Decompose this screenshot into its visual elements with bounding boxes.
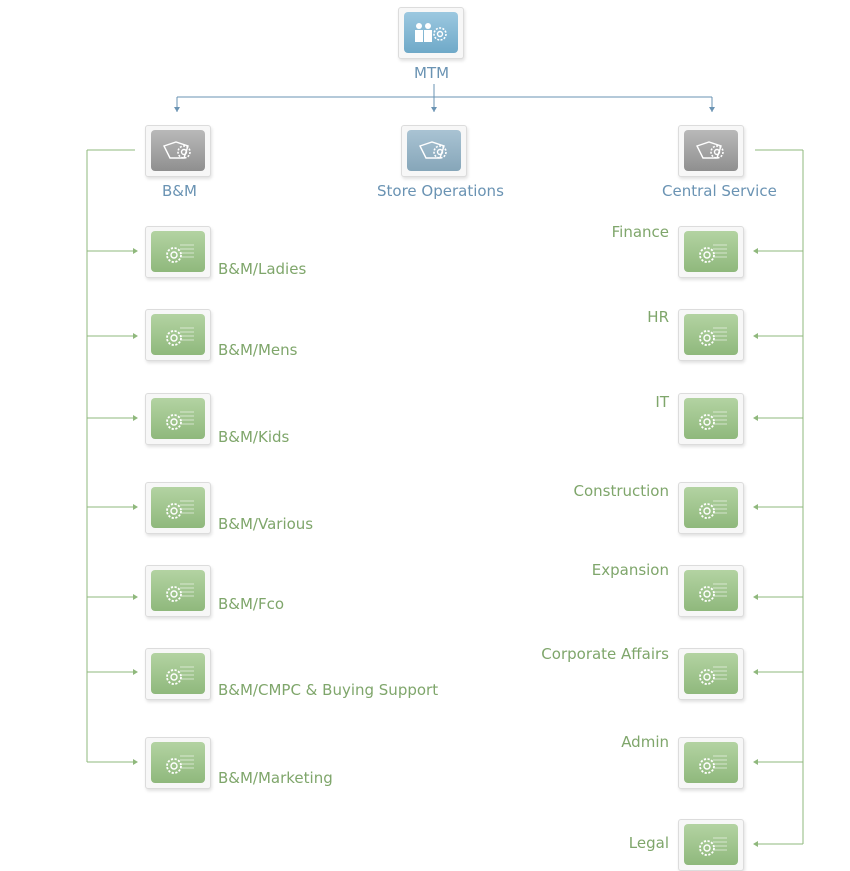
arrowhead-bm-unit-0	[133, 248, 138, 254]
node-cs-admin[interactable]	[678, 737, 744, 789]
node-bm-kids[interactable]	[145, 393, 211, 445]
node-bm[interactable]	[145, 125, 211, 177]
unit-label-bm-kids: B&M/Kids	[218, 428, 290, 446]
unit-label-cs-construction: Construction	[573, 482, 669, 500]
node-mtm[interactable]	[398, 7, 464, 59]
unit-label-bm-mens: B&M/Mens	[218, 341, 298, 359]
unit-label-cs-legal: Legal	[628, 834, 669, 852]
arrowhead-cs-unit-2	[753, 415, 758, 421]
node-cs-it[interactable]	[678, 393, 744, 445]
unit-gear-icon	[684, 314, 738, 355]
node-cs-legal[interactable]	[678, 819, 744, 871]
unit-gear-icon	[151, 314, 205, 355]
node-central-service[interactable]	[678, 125, 744, 177]
org-gear-icon	[151, 130, 205, 171]
unit-gear-icon	[151, 570, 205, 611]
unit-gear-icon	[151, 653, 205, 694]
unit-label-bm-ladies: B&M/Ladies	[218, 260, 307, 278]
node-bm-mens[interactable]	[145, 309, 211, 361]
arrowhead-division-1	[431, 107, 437, 112]
arrowhead-cs-unit-4	[753, 594, 758, 600]
node-bm-various[interactable]	[145, 482, 211, 534]
node-bm-marketing[interactable]	[145, 737, 211, 789]
arrowhead-bm-unit-2	[133, 415, 138, 421]
unit-label-cs-admin: Admin	[621, 733, 669, 751]
division-label-central-service: Central Service	[662, 182, 777, 200]
node-cs-hr[interactable]	[678, 309, 744, 361]
unit-gear-icon	[684, 570, 738, 611]
arrowhead-cs-unit-7	[753, 841, 758, 847]
node-bm-cmpc-buying-support[interactable]	[145, 648, 211, 700]
arrowhead-bm-unit-6	[133, 759, 138, 765]
arrowhead-cs-unit-5	[753, 669, 758, 675]
unit-label-cs-it: IT	[655, 393, 669, 411]
division-label-bm: B&M	[162, 182, 197, 200]
node-label-mtm: MTM	[414, 64, 450, 82]
unit-gear-icon	[684, 653, 738, 694]
node-bm-fco[interactable]	[145, 565, 211, 617]
unit-gear-icon	[151, 487, 205, 528]
unit-label-cs-expansion: Expansion	[591, 561, 669, 579]
arrowhead-cs-unit-6	[753, 759, 758, 765]
arrowhead-bm-unit-5	[133, 669, 138, 675]
arrowhead-bm-unit-4	[133, 594, 138, 600]
unit-gear-icon	[684, 398, 738, 439]
unit-label-bm-various: B&M/Various	[218, 515, 314, 533]
org-gear-icon	[684, 130, 738, 171]
org-gear-icon	[407, 130, 461, 171]
node-cs-expansion[interactable]	[678, 565, 744, 617]
arrowhead-division-0	[174, 107, 180, 112]
unit-label-bm-marketing: B&M/Marketing	[218, 769, 333, 787]
unit-label-cs-finance: Finance	[611, 223, 669, 241]
unit-gear-icon	[151, 231, 205, 272]
node-cs-finance[interactable]	[678, 226, 744, 278]
unit-gear-icon	[684, 231, 738, 272]
arrowhead-cs-unit-0	[753, 248, 758, 254]
unit-label-bm-cmpc-buying-support: B&M/CMPC & Buying Support	[218, 681, 439, 699]
unit-label-cs-hr: HR	[647, 308, 669, 326]
unit-label-cs-corporate-affairs: Corporate Affairs	[541, 645, 669, 663]
node-cs-construction[interactable]	[678, 482, 744, 534]
unit-label-bm-fco: B&M/Fco	[218, 595, 285, 613]
arrowhead-division-2	[709, 107, 715, 112]
org-people-gear-icon	[404, 12, 458, 53]
arrowhead-bm-unit-1	[133, 333, 138, 339]
node-cs-corporate-affairs[interactable]	[678, 648, 744, 700]
unit-gear-icon	[151, 742, 205, 783]
arrowhead-cs-unit-1	[753, 333, 758, 339]
arrowhead-cs-unit-3	[753, 504, 758, 510]
unit-gear-icon	[684, 487, 738, 528]
unit-gear-icon	[151, 398, 205, 439]
division-label-store-operations: Store Operations	[377, 182, 504, 200]
node-bm-ladies[interactable]	[145, 226, 211, 278]
unit-gear-icon	[684, 742, 738, 783]
arrowhead-bm-unit-3	[133, 504, 138, 510]
unit-gear-icon	[684, 824, 738, 865]
node-store-operations[interactable]	[401, 125, 467, 177]
